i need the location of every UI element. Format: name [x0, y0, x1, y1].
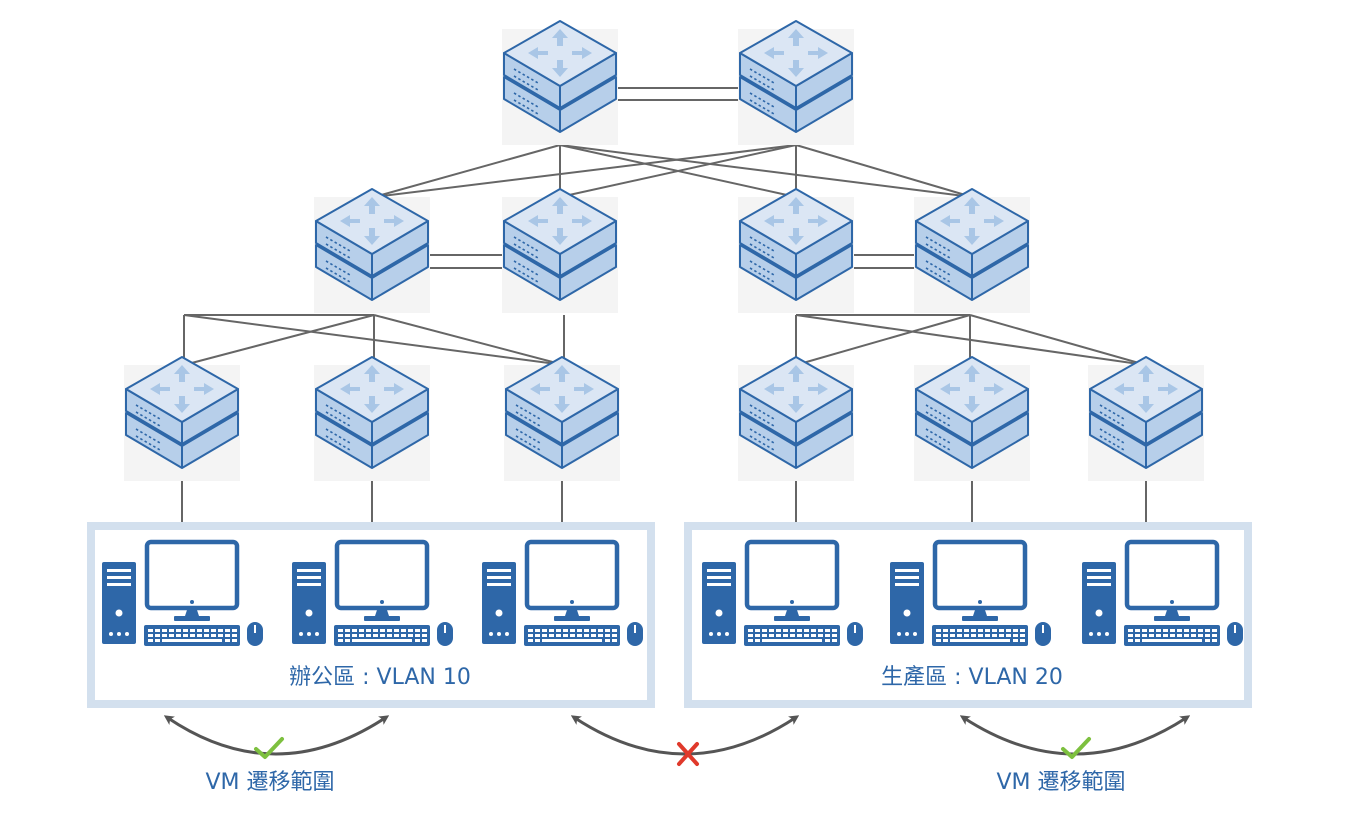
- migration-label: VM 遷移範圍: [996, 770, 1125, 795]
- network-switch-icon: [501, 188, 619, 314]
- check-mark-icon: [1061, 737, 1091, 759]
- zone-production: 生產區 : VLAN 20: [684, 522, 1252, 708]
- core-switches: [501, 20, 855, 146]
- migration-production: VM 遷移範圍: [959, 715, 1191, 795]
- access-switches: [123, 356, 1205, 482]
- double-arrow: [163, 715, 390, 756]
- network-switch-icon: [313, 356, 431, 482]
- migration-office: VM 遷移範圍: [163, 715, 390, 795]
- zone-office: 辦公區 : VLAN 10: [87, 522, 655, 708]
- network-switch-icon: [123, 356, 241, 482]
- network-switch-icon: [737, 188, 855, 314]
- cross-mark-icon: [677, 742, 699, 766]
- migration-cross-zone: [570, 715, 800, 766]
- aggregation-switches: [313, 188, 1031, 314]
- network-switch-icon: [737, 20, 855, 146]
- network-switch-icon: [503, 356, 621, 482]
- network-links: [181, 87, 1147, 540]
- double-arrow: [570, 715, 800, 756]
- check-mark-icon: [254, 737, 284, 759]
- zone-label: 辦公區 : VLAN 10: [289, 665, 471, 690]
- zone-label: 生產區 : VLAN 20: [881, 665, 1063, 690]
- network-switch-icon: [737, 356, 855, 482]
- network-switch-icon: [913, 356, 1031, 482]
- network-switch-icon: [501, 20, 619, 146]
- migration-label: VM 遷移範圍: [205, 770, 334, 795]
- double-arrow: [959, 715, 1191, 756]
- network-switch-icon: [1087, 356, 1205, 482]
- network-switch-icon: [313, 188, 431, 314]
- network-switch-icon: [913, 188, 1031, 314]
